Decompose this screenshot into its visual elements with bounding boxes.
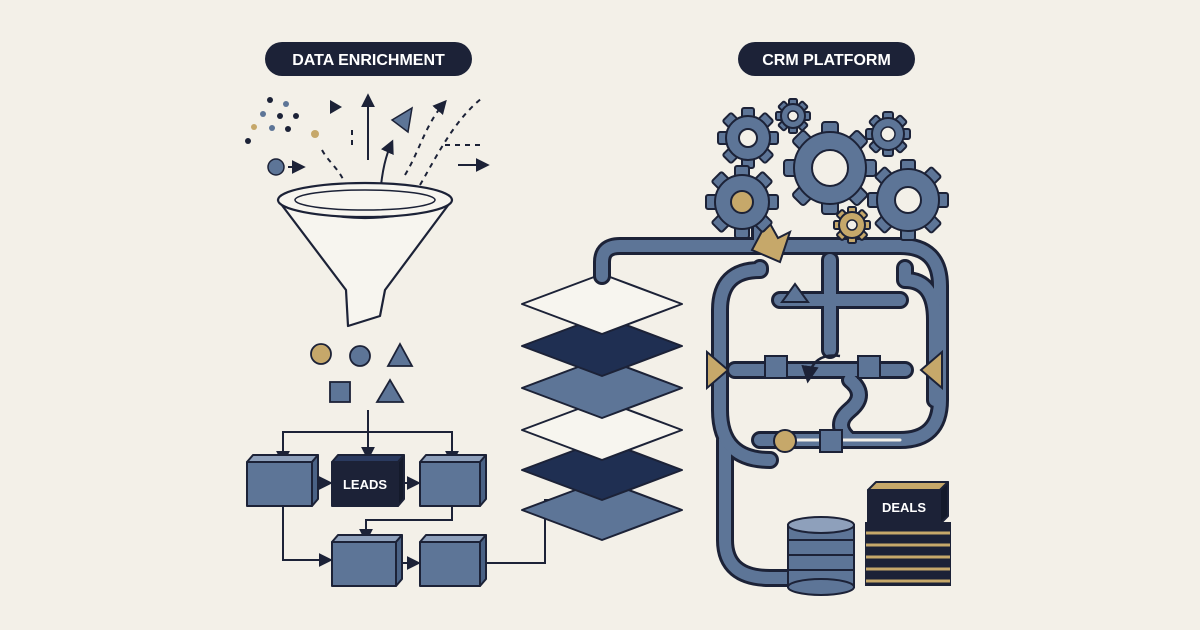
layer-stack-icon xyxy=(521,273,683,541)
box-icon xyxy=(331,534,403,587)
deals-box: DEALS xyxy=(867,481,949,525)
deals-label: DEALS xyxy=(882,500,926,515)
gear-icon xyxy=(867,159,949,241)
heading-crm-platform-text: CRM PLATFORM xyxy=(762,52,891,69)
funnel-icon xyxy=(276,181,454,328)
input-data-flows xyxy=(321,93,490,199)
gear-icon xyxy=(833,206,871,244)
gear-icon xyxy=(775,98,811,134)
leads-label: LEADS xyxy=(343,477,387,492)
box-icon xyxy=(419,454,487,507)
leads-box: LEADS xyxy=(331,454,405,507)
heading-data-enrichment: DATA ENRICHMENT xyxy=(265,42,472,76)
heading-data-enrichment-text: DATA ENRICHMENT xyxy=(292,52,445,69)
gear-icon xyxy=(865,111,911,157)
gear-icon xyxy=(717,107,779,169)
coin-stack-icon xyxy=(865,522,951,586)
box-icon xyxy=(246,454,319,507)
pipe-connectors xyxy=(706,217,943,453)
gear-icon xyxy=(783,121,877,215)
gear-icon xyxy=(705,165,779,239)
heading-crm-platform: CRM PLATFORM xyxy=(738,42,915,76)
scattered-data-icons xyxy=(245,97,414,176)
coin-stack-icon xyxy=(787,516,855,596)
filtered-shapes xyxy=(310,342,414,403)
box-icon xyxy=(419,534,487,587)
